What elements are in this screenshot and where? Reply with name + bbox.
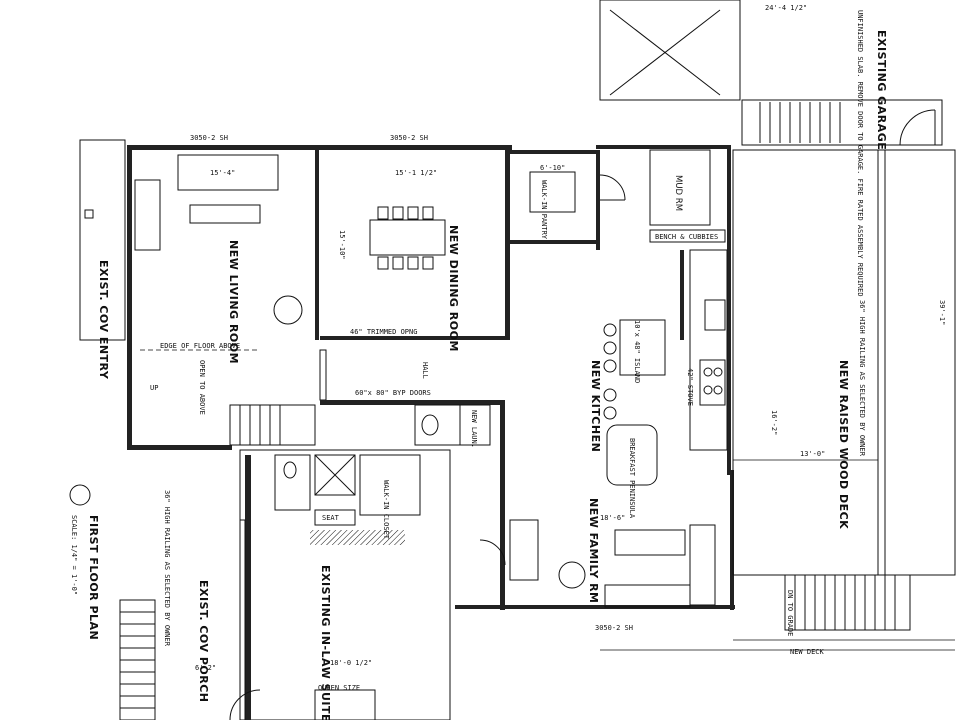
porch-dim: 6'-2" [195, 664, 216, 672]
open-to-above: OPEN TO ABOVE [198, 360, 206, 415]
new-deck-dim: NEW DECK [790, 648, 825, 656]
kitchen [603, 249, 728, 486]
garage [599, 0, 943, 146]
porch-label: EXIST. COV PORCH [197, 580, 210, 703]
garage-label: EXISTING GARAGE [875, 30, 888, 150]
family-room-label: NEW FAMILY RM [587, 498, 600, 604]
in-law-suite [229, 449, 451, 720]
garage-note: UNFINISHED SLAB. REMOVE DOOR TO GARAGE. … [856, 10, 864, 297]
family-room [479, 519, 716, 608]
deck-depth-dim: 39'-1" [938, 300, 946, 325]
queen-label: QUEEN SIZE [318, 684, 360, 692]
seat-label: SEAT [322, 514, 340, 522]
exterior-walls [127, 145, 735, 610]
island-label: 10'x 48" ISLAND [633, 320, 641, 383]
suite-dim: 18'-0 1/2" [330, 659, 372, 667]
deck-rail-note: 36" HIGH RAILING AS SELECTED BY OWNER [858, 300, 866, 457]
hall-area [319, 349, 500, 446]
dining-height-dim: 15'-10" [338, 230, 346, 260]
pantry-label: WALK-IN PANTRY [540, 180, 548, 240]
peninsula-label: BREAKFAST PENINSULA [628, 438, 636, 519]
porch-rail-note: 36" HIGH RAILING AS SELECTED BY OWNER [163, 490, 171, 647]
dining-width-dim: 15'-1 1/2" [395, 169, 437, 177]
dining-room [369, 206, 446, 270]
hall-label: HALL [421, 362, 429, 379]
raised-wood-deck [600, 149, 956, 651]
plan-title: FIRST FLOOR PLAN [87, 515, 100, 640]
laundry-label: NEW LAUN. [470, 410, 478, 448]
pantry-width-dim: 6'-10" [540, 164, 565, 172]
living-room-label: NEW LIVING ROOM [227, 240, 240, 364]
up-arrow-label: UP [150, 384, 158, 392]
mudroom-label: MUD RM [673, 175, 683, 211]
deck-length-dim: 16'-2" [770, 410, 778, 435]
bench-label: BENCH & CUBBIES [655, 233, 718, 241]
deck-width-dim: 13'-0" [800, 450, 825, 458]
garage-top-dim: 24'-4 1/2" [765, 4, 807, 12]
dining-room-label: NEW DINING ROOM [447, 225, 460, 352]
pantry-mudroom [529, 149, 726, 243]
covered-entry-porch [79, 139, 246, 720]
suite-label: EXISTING IN-LAW SUITE [319, 565, 332, 720]
stove-label: 42" STOVE [686, 368, 694, 406]
byp-doors-label: 60"x 80" BYP DOORS [355, 389, 431, 397]
plan-scale: SCALE: 1/4" = 1'-0" [70, 515, 78, 595]
deck-to-grade: DN TO GRADE [786, 590, 794, 636]
family-width-dim: 18'-6" [600, 514, 625, 522]
plan-title-block [69, 484, 91, 506]
top-window-2: 3050-2 SH [390, 134, 428, 142]
deck-label: NEW RAISED WOOD DECK [837, 360, 850, 529]
closet-label: WALK-IN CLOSET [382, 480, 390, 540]
kitchen-label: NEW KITCHEN [589, 360, 602, 452]
bottom-window: 3050-2 SH [595, 624, 633, 632]
top-window-1: 3050-2 SH [190, 134, 228, 142]
living-width-dim: 15'-4" [210, 169, 235, 177]
living-room [134, 154, 316, 446]
edge-floor-above: EDGE OF FLOOR ABOVE [160, 342, 240, 350]
trimmed-opening: 46" TRIMMED OPNG [350, 328, 417, 336]
entry-label: EXIST. COV ENTRY [97, 260, 110, 380]
